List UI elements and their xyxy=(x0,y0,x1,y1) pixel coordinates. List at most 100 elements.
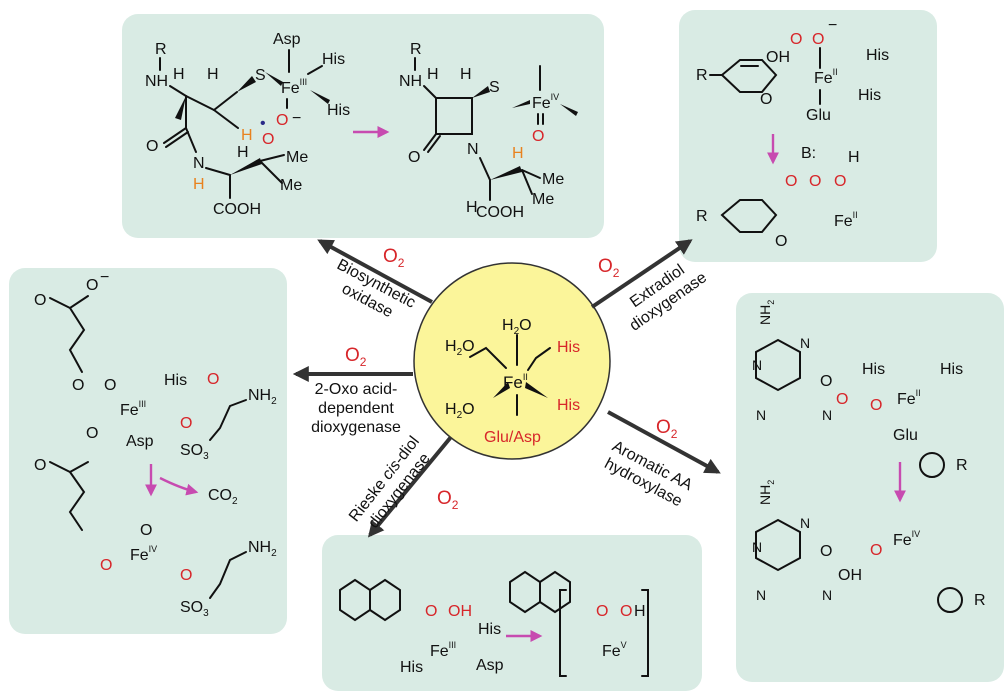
arrow-rieske xyxy=(367,435,453,538)
svg-text:His: His xyxy=(858,87,881,104)
svg-text:O: O xyxy=(34,292,46,309)
svg-text:O: O xyxy=(180,415,192,432)
svg-text:−: − xyxy=(292,110,301,127)
center-fe: FeII xyxy=(503,372,528,392)
svg-text:COOH: COOH xyxy=(476,204,524,221)
svg-text:S: S xyxy=(255,67,266,84)
svg-text:NH2: NH2 xyxy=(757,300,776,325)
svg-text:O: O xyxy=(834,173,846,190)
svg-text:N: N xyxy=(822,587,832,603)
svg-text:H: H xyxy=(427,66,439,83)
svg-text:O: O xyxy=(86,425,98,442)
panel-top-right xyxy=(679,10,937,262)
svg-text:OH: OH xyxy=(766,49,790,66)
svg-text:O: O xyxy=(809,173,821,190)
center-his-1: His xyxy=(557,339,580,356)
svg-text:His: His xyxy=(940,361,963,378)
svg-text:SO3: SO3 xyxy=(180,442,209,462)
svg-text:O: O xyxy=(425,603,437,620)
svg-text:R: R xyxy=(696,67,708,84)
svg-text:Me: Me xyxy=(532,191,554,208)
o2-rieske: O2 xyxy=(437,488,459,512)
svg-text:Me: Me xyxy=(286,149,308,166)
svg-text:O: O xyxy=(620,603,632,620)
svg-text:O: O xyxy=(820,543,832,560)
panel-left xyxy=(9,268,287,634)
main-arrows xyxy=(292,239,721,538)
svg-text:H: H xyxy=(241,127,253,144)
label-aromatic: Aromatic AA hydroxylase xyxy=(602,438,696,511)
rieske-structure: O OH His FeIII His Asp O O H FeV xyxy=(339,570,649,677)
svg-text:B:: B: xyxy=(801,145,816,162)
svg-text:COOH: COOH xyxy=(213,201,261,218)
svg-text:OH: OH xyxy=(448,603,472,620)
o2-oxo-acid: O2 xyxy=(345,345,367,369)
svg-text:H: H xyxy=(466,199,478,216)
arrow-extradiol xyxy=(590,239,693,309)
label-oxo-acid: 2-Oxo acid- dependent dioxygenase xyxy=(311,381,401,436)
svg-text:O: O xyxy=(72,377,84,394)
svg-text:His: His xyxy=(862,361,885,378)
svg-text:O: O xyxy=(596,603,608,620)
panel-top-center xyxy=(122,14,604,238)
svg-text:H: H xyxy=(634,603,646,620)
svg-text:O: O xyxy=(820,373,832,390)
svg-text:S: S xyxy=(489,79,500,96)
svg-text:His: His xyxy=(478,621,501,638)
svg-text:CO2: CO2 xyxy=(208,487,238,507)
o2-biosynthetic: O2 xyxy=(383,246,405,270)
svg-text:R: R xyxy=(410,41,422,58)
svg-text:N: N xyxy=(800,335,810,351)
svg-text:−: − xyxy=(100,269,109,286)
svg-text:H: H xyxy=(237,144,249,161)
svg-text:FeIV: FeIV xyxy=(532,92,559,112)
svg-text:FeIV: FeIV xyxy=(130,544,157,564)
svg-text:Asp: Asp xyxy=(126,433,154,450)
svg-text:R: R xyxy=(696,208,708,225)
arrow-aromatic xyxy=(607,410,721,474)
svg-text:O: O xyxy=(760,91,772,108)
center-water-top: H2O xyxy=(502,317,532,337)
svg-text:NH: NH xyxy=(399,73,422,90)
svg-text:O: O xyxy=(790,31,802,48)
svg-text:O: O xyxy=(870,397,882,414)
svg-text:−: − xyxy=(828,17,837,34)
svg-text:NH2: NH2 xyxy=(248,387,277,407)
svg-text:NH2: NH2 xyxy=(248,539,277,559)
svg-text:N: N xyxy=(756,587,766,603)
svg-text:His: His xyxy=(322,51,345,68)
svg-text:O: O xyxy=(140,522,152,539)
svg-text:O: O xyxy=(276,112,288,129)
svg-text:N: N xyxy=(800,515,810,531)
svg-text:dioxygenase: dioxygenase xyxy=(311,419,401,436)
svg-text:2-Oxo acid-: 2-Oxo acid- xyxy=(315,381,398,398)
svg-text:O: O xyxy=(207,371,219,388)
svg-text:O: O xyxy=(86,277,98,294)
svg-text:Me: Me xyxy=(280,177,302,194)
svg-text:O: O xyxy=(262,131,274,148)
center-water-left: H2O xyxy=(445,338,475,358)
svg-text:O: O xyxy=(785,173,797,190)
svg-text:FeII: FeII xyxy=(897,388,921,408)
label-extradiol: Extradiol dioxygenase xyxy=(627,261,710,334)
center-glu-asp: Glu/Asp xyxy=(484,429,541,446)
svg-text:Glu: Glu xyxy=(806,107,831,124)
svg-text:FeV: FeV xyxy=(602,640,627,660)
arrow-biosynthetic xyxy=(317,239,433,304)
svg-text:Me: Me xyxy=(542,171,564,188)
svg-text:O: O xyxy=(812,31,824,48)
svg-text:N: N xyxy=(752,539,762,555)
svg-text:O: O xyxy=(836,391,848,408)
svg-text:His: His xyxy=(327,102,350,119)
center-water-bottom: H2O xyxy=(445,401,475,421)
svg-text:His: His xyxy=(866,47,889,64)
svg-text:N: N xyxy=(822,407,832,423)
svg-text:N: N xyxy=(193,155,205,172)
svg-text:•: • xyxy=(260,115,266,132)
svg-text:N: N xyxy=(756,407,766,423)
o2-extradiol: O2 xyxy=(598,256,620,280)
label-rieske: Rieske cis-diol dioxygenase xyxy=(346,433,434,531)
svg-text:H: H xyxy=(193,176,205,193)
svg-text:FeIII: FeIII xyxy=(430,640,456,660)
